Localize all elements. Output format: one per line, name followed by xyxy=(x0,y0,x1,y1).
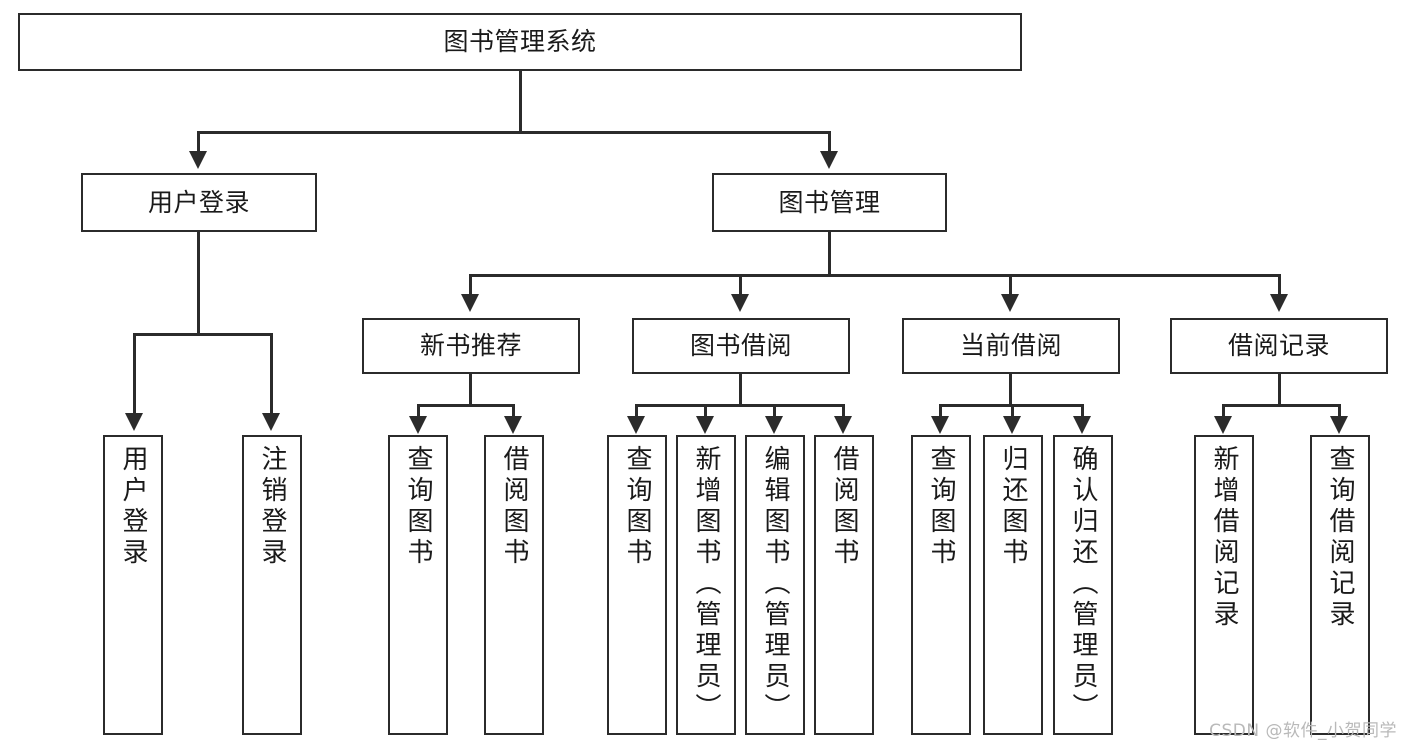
arrow-to-leaf-query-book-1 xyxy=(409,416,427,434)
connector-current-borrow-bar xyxy=(939,404,1082,407)
arrow-to-leaf-edit-book xyxy=(765,416,783,434)
connector-root-to-user-login xyxy=(197,131,200,153)
connector-root-stem xyxy=(519,71,522,133)
arrow-to-leaf-query-book-3 xyxy=(931,416,949,434)
node-root-system[interactable]: 图书管理系统 xyxy=(18,13,1022,71)
node-label: 注销登录 xyxy=(257,445,287,569)
connector-to-leaf-query-book-2 xyxy=(635,404,638,418)
node-label: 新增图书（管理员） xyxy=(691,445,721,724)
connector-book-manage-stem xyxy=(828,232,831,276)
connector-borrow-record-bar xyxy=(1222,404,1340,407)
leaf-user-login[interactable]: 用户登录 xyxy=(103,435,163,735)
node-label: 查询借阅记录 xyxy=(1325,445,1355,631)
leaf-logout[interactable]: 注销登录 xyxy=(242,435,302,735)
node-label: 借阅图书 xyxy=(829,445,859,569)
arrow-to-leaf-add-book xyxy=(696,416,714,434)
node-label: 查询图书 xyxy=(622,445,652,569)
connector-to-book-borrow xyxy=(739,274,742,296)
connector-to-borrow-record xyxy=(1278,274,1281,296)
node-label: 用户登录 xyxy=(147,187,250,217)
node-user-login[interactable]: 用户登录 xyxy=(81,173,317,232)
arrow-to-book-borrow xyxy=(731,294,749,312)
arrow-to-leaf-return-book xyxy=(1003,416,1021,434)
node-label: 图书管理系统 xyxy=(443,27,597,56)
arrow-to-leaf-borrow-book-2 xyxy=(834,416,852,434)
node-label: 新增借阅记录 xyxy=(1209,445,1239,631)
connector-to-leaf-query-book-3 xyxy=(939,404,942,418)
arrow-to-borrow-record xyxy=(1270,294,1288,312)
connector-to-leaf-edit-book xyxy=(773,404,776,418)
connector-to-leaf-return-book xyxy=(1011,404,1014,418)
connector-book-borrow-bar xyxy=(635,404,844,407)
node-label: 借阅记录 xyxy=(1227,331,1330,360)
arrow-to-user-login xyxy=(189,151,207,169)
arrow-to-leaf-borrow-book-1 xyxy=(504,416,522,434)
node-current-borrow[interactable]: 当前借阅 xyxy=(902,318,1120,374)
connector-to-leaf-query-book-1 xyxy=(417,404,420,418)
node-book-manage[interactable]: 图书管理 xyxy=(712,173,947,232)
node-label: 编辑图书（管理员） xyxy=(760,445,790,724)
connector-book-borrow-stem xyxy=(739,374,742,406)
connector-borrow-record-stem xyxy=(1278,374,1281,406)
node-new-book-rec[interactable]: 新书推荐 xyxy=(362,318,580,374)
leaf-edit-book[interactable]: 编辑图书（管理员） xyxy=(745,435,805,735)
arrow-to-leaf-user-login xyxy=(125,413,143,431)
leaf-borrow-book-2[interactable]: 借阅图书 xyxy=(814,435,874,735)
node-book-borrow[interactable]: 图书借阅 xyxy=(632,318,850,374)
connector-new-book-rec-stem xyxy=(469,374,472,406)
connector-to-leaf-logout xyxy=(270,333,273,415)
arrow-to-leaf-query-record xyxy=(1330,416,1348,434)
connector-to-new-book-rec xyxy=(469,274,472,296)
connector-to-leaf-borrow-book-1 xyxy=(512,404,515,418)
leaf-query-book-2[interactable]: 查询图书 xyxy=(607,435,667,735)
connector-to-leaf-add-record xyxy=(1222,404,1225,418)
connector-user-login-bar xyxy=(133,333,272,336)
node-label: 归还图书 xyxy=(998,445,1028,569)
leaf-return-book[interactable]: 归还图书 xyxy=(983,435,1043,735)
node-label: 用户登录 xyxy=(118,445,148,569)
leaf-query-book-1[interactable]: 查询图书 xyxy=(388,435,448,735)
leaf-borrow-book-1[interactable]: 借阅图书 xyxy=(484,435,544,735)
connector-current-borrow-stem xyxy=(1009,374,1012,406)
leaf-add-record[interactable]: 新增借阅记录 xyxy=(1194,435,1254,735)
node-label: 当前借阅 xyxy=(959,331,1062,360)
connector-book-manage-bar xyxy=(469,274,1281,277)
node-label: 查询图书 xyxy=(926,445,956,569)
arrow-to-leaf-query-book-2 xyxy=(627,416,645,434)
connector-to-leaf-user-login xyxy=(133,333,136,415)
leaf-confirm-return[interactable]: 确认归还（管理员） xyxy=(1053,435,1113,735)
connector-to-leaf-query-record xyxy=(1338,404,1341,418)
connector-to-leaf-confirm-return xyxy=(1081,404,1084,418)
arrow-to-leaf-confirm-return xyxy=(1073,416,1091,434)
arrow-to-current-borrow xyxy=(1001,294,1019,312)
node-label: 查询图书 xyxy=(403,445,433,569)
node-label: 确认归还（管理员） xyxy=(1068,445,1098,724)
connector-new-book-rec-bar xyxy=(417,404,515,407)
arrow-to-leaf-add-record xyxy=(1214,416,1232,434)
connector-to-leaf-borrow-book-2 xyxy=(842,404,845,418)
node-label: 新书推荐 xyxy=(419,331,522,360)
node-borrow-record[interactable]: 借阅记录 xyxy=(1170,318,1388,374)
arrow-to-leaf-logout xyxy=(262,413,280,431)
leaf-query-book-3[interactable]: 查询图书 xyxy=(911,435,971,735)
connector-to-current-borrow xyxy=(1009,274,1012,296)
connector-to-leaf-add-book xyxy=(704,404,707,418)
arrow-to-new-book-rec xyxy=(461,294,479,312)
connector-root-bar xyxy=(197,131,831,134)
connector-user-login-stem xyxy=(197,232,200,335)
leaf-add-book[interactable]: 新增图书（管理员） xyxy=(676,435,736,735)
leaf-query-record[interactable]: 查询借阅记录 xyxy=(1310,435,1370,735)
node-label: 借阅图书 xyxy=(499,445,529,569)
node-label: 图书借阅 xyxy=(689,331,792,360)
node-label: 图书管理 xyxy=(778,187,881,217)
arrow-to-book-manage xyxy=(820,151,838,169)
connector-root-to-book-manage xyxy=(828,131,831,153)
